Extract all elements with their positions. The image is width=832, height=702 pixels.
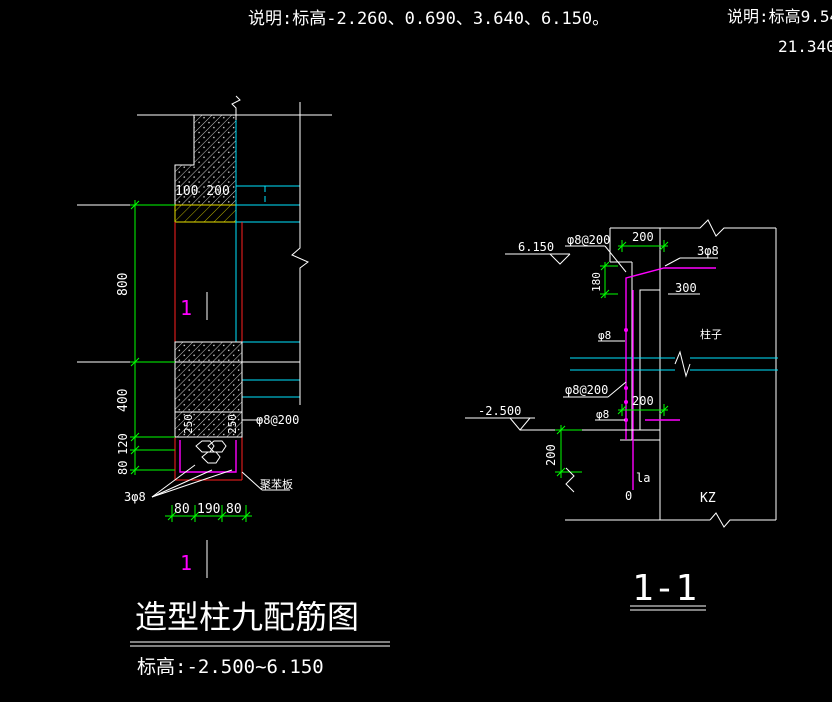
dim-200-mid: 200 xyxy=(632,394,654,408)
dim-300: 300 xyxy=(675,281,697,295)
dim-200-top: 200 xyxy=(632,230,654,244)
dim-80: 80 xyxy=(116,461,130,475)
label-zero: 0 xyxy=(625,489,632,503)
left-detail-elevation: 标高:-2.500~6.150 xyxy=(137,656,324,678)
rebar-phi8-a: φ8 xyxy=(598,329,611,342)
rebar-mid: φ8@200 xyxy=(565,383,608,397)
dims-top: 100 200 xyxy=(175,184,230,199)
styrofoam-board-top xyxy=(174,204,237,223)
section-mark-bottom: 1 xyxy=(180,551,192,575)
dim-80-right: 80 xyxy=(226,502,242,517)
rebar-top: φ8@200 xyxy=(567,233,610,247)
left-detail-title: 造型柱九配筋图 xyxy=(135,598,359,636)
note-elevations-right-2: 21.340 xyxy=(778,37,832,56)
right-detail: 6.150 -2.500 φ8@200 φ8 φ8@200 φ8 3φ8 300… xyxy=(465,219,778,611)
styrofoam-board-label: 聚苯板 xyxy=(260,477,293,491)
dim-80-left: 80 xyxy=(174,502,190,517)
rebar-phi8-b: φ8 xyxy=(596,408,609,421)
dim-250-right: 250 xyxy=(226,414,239,434)
column-void xyxy=(639,289,661,431)
note-elevations-center: 说明:标高-2.260、0.690、3.640、6.150。 xyxy=(248,9,609,29)
dim-400: 400 xyxy=(116,389,131,412)
rebar-stirrup-label: φ8@200 xyxy=(256,413,299,427)
left-detail: 100 200 250 250 φ8@200 1 1 xyxy=(77,95,390,678)
dim-800: 800 xyxy=(116,273,131,296)
dim-120: 120 xyxy=(116,433,130,455)
elev-top: 6.150 xyxy=(518,240,554,254)
section-mark-top: 1 xyxy=(180,296,192,320)
section-title: 1-1 xyxy=(632,568,697,609)
dim-250-left: 250 xyxy=(182,414,195,434)
label-column: 柱子 xyxy=(700,327,722,341)
label-la: la xyxy=(636,471,650,485)
dim-180: 180 xyxy=(590,272,603,292)
dim-190: 190 xyxy=(197,502,220,517)
note-elevations-right: 说明:标高9.540 xyxy=(727,7,832,26)
elev-bottom: -2.500 xyxy=(478,404,521,418)
dim-200-left: 200 xyxy=(544,444,558,466)
column-lower-concrete xyxy=(174,341,243,438)
rebar-3phi8: 3φ8 xyxy=(697,244,719,258)
label-kz: KZ xyxy=(700,491,716,506)
rebar-bars-label: 3φ8 xyxy=(124,490,146,504)
